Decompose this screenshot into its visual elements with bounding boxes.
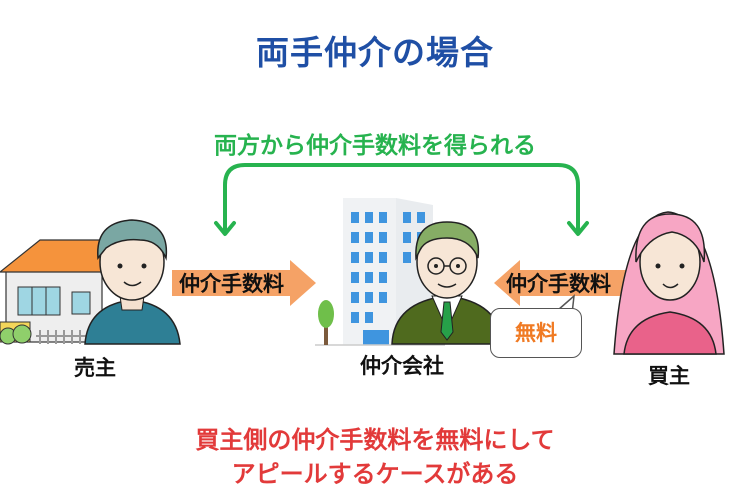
green-bracket-arrow	[214, 163, 589, 236]
buyer-avatar	[613, 211, 725, 355]
buyer-label: 買主	[648, 364, 690, 388]
agent-avatar	[391, 221, 503, 345]
seller-fee-label: 仲介手数料	[179, 272, 284, 296]
seller-fee-arrow	[172, 260, 316, 306]
subtitle: 両方から仲介手数料を得られる	[214, 133, 536, 159]
note-line-2: アピールするケースがある	[231, 460, 519, 488]
free-bubble: 無料	[490, 308, 582, 358]
note-line-1: 買主側の仲介手数料を無料にして	[195, 426, 555, 454]
seller-label: 売主	[74, 356, 116, 380]
buyer-fee-label: 仲介手数料	[506, 272, 611, 296]
buyer-fee-arrow	[494, 260, 632, 306]
free-bubble-text: 無料	[515, 321, 557, 345]
page-title: 両手仲介の場合	[256, 33, 494, 72]
agency-label: 仲介会社	[360, 354, 444, 378]
seller-avatar	[84, 219, 181, 345]
house-icon	[0, 239, 123, 345]
